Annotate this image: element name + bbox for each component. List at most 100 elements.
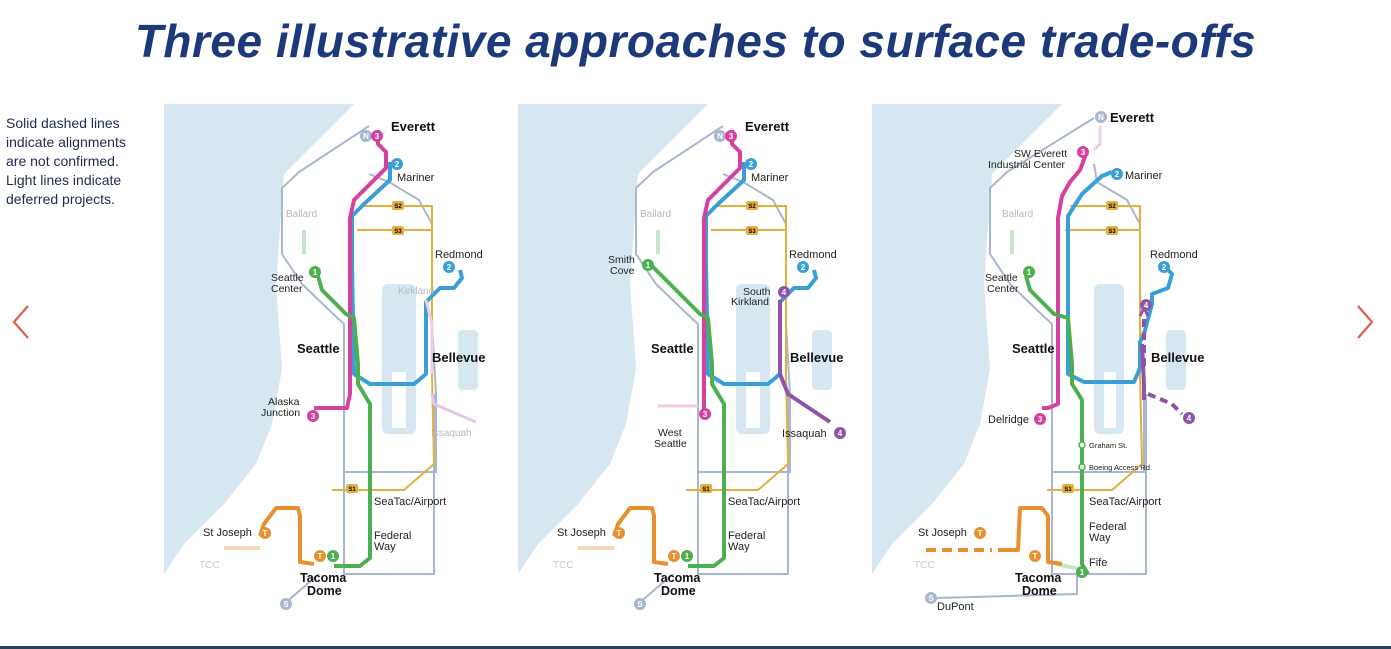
svg-text:T: T: [978, 529, 983, 538]
label-dupont: DuPont: [937, 601, 974, 613]
lake-washington-water: [382, 284, 416, 434]
label-tacoma-dome-2: Dome: [307, 584, 342, 598]
label-tcc: TCC: [553, 560, 574, 571]
label-mariner: Mariner: [397, 172, 435, 184]
svg-text:4: 4: [1187, 414, 1192, 423]
svg-text:4: 4: [782, 288, 787, 297]
station-marker: [1078, 463, 1086, 471]
label-seattle-center-2: Center: [271, 283, 303, 295]
previous-slide-button[interactable]: [6, 300, 36, 344]
label-sw-everett-2: Industrial Center: [988, 159, 1066, 171]
svg-text:1: 1: [685, 552, 690, 561]
lake-washington-water: [736, 284, 770, 434]
alignment-map-option-1: S2 S3 S1 N 3 2 1 2 3 T T 1 S Everett Mar…: [164, 104, 485, 610]
svg-text:2: 2: [447, 263, 452, 272]
note-line: Solid dashed lines: [6, 115, 120, 131]
label-graham-st: Graham St.: [1089, 441, 1127, 450]
label-sw-everett-1: SW Everett: [1014, 148, 1067, 160]
line-1: [650, 264, 726, 568]
line-2: [1066, 170, 1174, 384]
note-line: deferred projects.: [6, 191, 115, 207]
s1-label: S1: [348, 487, 356, 493]
s2-label: S2: [1108, 204, 1116, 210]
svg-text:T: T: [672, 552, 677, 561]
label-south-kirkland-1: South: [743, 286, 771, 298]
label-tacoma-dome-1: Tacoma: [300, 571, 347, 585]
alignment-map-option-3: S2 S3 S1 N 3 2 1 2 4 3 4 T T 1 S Everett…: [872, 104, 1204, 613]
label-ballard: Ballard: [640, 209, 671, 220]
line-2: [350, 162, 464, 386]
s2-label: S2: [748, 204, 756, 210]
svg-text:1: 1: [331, 552, 336, 561]
line-t: [258, 506, 315, 566]
svg-text:N: N: [1098, 113, 1104, 122]
lake-sammamish-water: [1166, 330, 1186, 390]
label-smith-cove-1: Smith: [608, 254, 635, 266]
line-t: [998, 506, 1063, 566]
svg-text:3: 3: [375, 132, 380, 141]
label-federal-way-2: Way: [1089, 532, 1111, 544]
alignment-map-option-2: S2 S3 S1 N 3 2 1 2 4 3 4 T T 1 S Everett…: [518, 104, 846, 610]
label-tacoma-dome-1: Tacoma: [1015, 571, 1062, 585]
label-alaska-junction-2: Junction: [261, 407, 300, 419]
label-federal-way-1: Federal: [1089, 521, 1126, 533]
label-everett: Everett: [745, 119, 790, 134]
label-st-joseph: St Joseph: [918, 527, 967, 539]
svg-text:1: 1: [646, 261, 651, 270]
lake-sammamish-water: [812, 330, 832, 390]
svg-text:T: T: [1033, 552, 1038, 561]
note-line: are not confirmed.: [6, 153, 119, 169]
note-line: indicate alignments: [6, 134, 126, 150]
label-seattle-center-1: Seattle: [271, 272, 304, 284]
line-3: [702, 130, 742, 412]
label-federal-way-2: Way: [728, 541, 750, 553]
svg-text:3: 3: [1038, 415, 1043, 424]
label-redmond: Redmond: [1150, 249, 1198, 261]
label-federal-way-1: Federal: [728, 530, 765, 542]
label-delridge: Delridge: [988, 414, 1029, 426]
svg-text:3: 3: [311, 412, 316, 421]
label-st-joseph: St Joseph: [557, 527, 606, 539]
station-marker: [1078, 441, 1086, 449]
puget-sound-water: [518, 104, 708, 574]
label-redmond: Redmond: [789, 249, 837, 261]
route-badge: N 3 2 1 2 4 3 4 T T 1 S: [613, 130, 846, 610]
s3-label: S3: [748, 229, 756, 235]
label-kirkland: Kirkland: [398, 286, 434, 297]
line-t: [612, 506, 669, 566]
line-1: [316, 275, 372, 568]
line-3: [1042, 153, 1088, 410]
label-seattle-center-2: Center: [987, 283, 1019, 295]
label-everett: Everett: [1110, 110, 1155, 125]
line-s: [686, 205, 790, 491]
label-bellevue: Bellevue: [1151, 350, 1204, 365]
label-seattle-center-1: Seattle: [985, 272, 1018, 284]
svg-text:3: 3: [1081, 148, 1086, 157]
label-redmond: Redmond: [435, 249, 483, 261]
line-s: [332, 205, 436, 491]
label-seatac-airport: SeaTac/Airport: [374, 496, 446, 508]
line-2: [704, 162, 818, 386]
label-issaquah: Issaquah: [782, 428, 827, 440]
svg-text:S: S: [283, 600, 289, 609]
svg-text:2: 2: [749, 160, 754, 169]
svg-text:4: 4: [838, 429, 843, 438]
label-federal-way-2: Way: [374, 541, 396, 553]
puget-sound-water: [164, 104, 354, 574]
svg-text:2: 2: [801, 263, 806, 272]
svg-text:N: N: [717, 132, 723, 141]
label-seatac-airport: SeaTac/Airport: [1089, 496, 1161, 508]
lake-sammamish-water: [458, 330, 478, 390]
svg-text:T: T: [318, 552, 323, 561]
label-boeing-access-rd: Boeing Access Rd.: [1089, 463, 1152, 472]
chevron-left-icon: [12, 305, 29, 339]
svg-text:T: T: [263, 529, 268, 538]
label-ballard: Ballard: [286, 209, 317, 220]
svg-text:3: 3: [703, 410, 708, 419]
label-issaquah: Issaquah: [431, 428, 472, 439]
line-3: [314, 130, 388, 410]
label-smith-cove-2: Cove: [610, 265, 635, 277]
next-slide-button[interactable]: [1350, 300, 1380, 344]
slide-title: Three illustrative approaches to surface…: [134, 15, 1257, 67]
svg-text:1: 1: [1027, 268, 1032, 277]
